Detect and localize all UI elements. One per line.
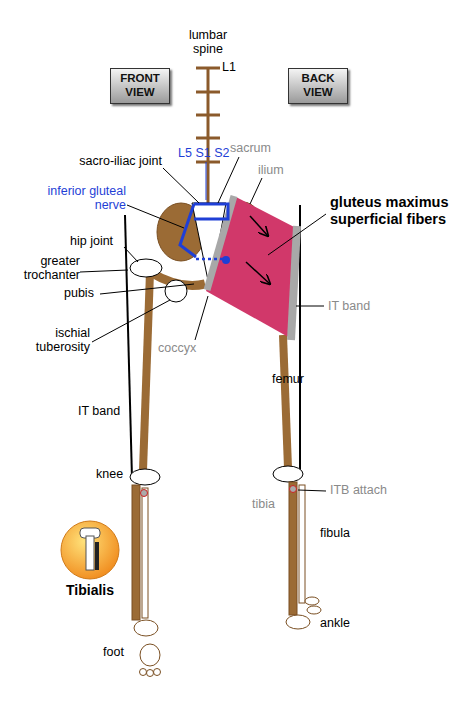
bone-label: fibula bbox=[320, 526, 350, 540]
fiber-arrow bbox=[250, 216, 268, 236]
attachment-label: ITB attach bbox=[330, 483, 387, 497]
foot-left bbox=[140, 644, 160, 666]
region-label: lumbar spine bbox=[178, 28, 238, 57]
bone-label: ischial tuberosity bbox=[14, 326, 90, 355]
heel-bone bbox=[307, 606, 321, 614]
logo-circle bbox=[61, 521, 119, 579]
bone-label: pubis bbox=[64, 286, 94, 300]
bone-label: femur bbox=[272, 372, 304, 386]
joint-label: knee bbox=[96, 467, 123, 481]
bone-label: coccyx bbox=[158, 341, 196, 355]
tibia-right bbox=[289, 482, 297, 615]
heel-bone bbox=[305, 597, 319, 605]
knee-left bbox=[130, 469, 160, 485]
tendon-label: IT band bbox=[328, 299, 370, 313]
it-band-insertion bbox=[291, 226, 297, 340]
view-button: FRONT VIEW bbox=[110, 68, 170, 104]
femur-right bbox=[283, 335, 288, 468]
nerve-dot bbox=[222, 256, 230, 264]
joint-label: hip joint bbox=[70, 234, 113, 248]
ankle-right bbox=[286, 615, 310, 629]
nerve-label: inferior gluteal nerve bbox=[38, 184, 126, 213]
joint-label: ankle bbox=[320, 616, 350, 630]
view-title: BACK VIEW bbox=[296, 72, 340, 100]
view-title: FRONT VIEW bbox=[118, 72, 162, 100]
nerve-root-label: L5 S1 S2 bbox=[178, 146, 229, 160]
toes bbox=[140, 669, 161, 677]
tibia-left bbox=[132, 485, 140, 620]
pubis-shape bbox=[165, 280, 187, 302]
fibula-right bbox=[299, 485, 305, 603]
logo-bone bbox=[80, 528, 100, 570]
muscle-label: gluteus maximus superficial fibers bbox=[330, 194, 458, 227]
bone-label: greater trochanter bbox=[6, 254, 80, 283]
knee-right bbox=[273, 466, 303, 482]
inferior-gluteal-nerve bbox=[180, 204, 228, 257]
bone-label: sacrum bbox=[230, 141, 271, 155]
itb-attach-left bbox=[141, 490, 148, 497]
tendon-label: IT band bbox=[78, 404, 120, 418]
bone-label: ilium bbox=[258, 163, 284, 177]
itb-attach-right bbox=[290, 486, 297, 493]
joint-label: sacro-iliac joint bbox=[58, 154, 162, 168]
logo-text: Tibialis bbox=[50, 582, 130, 598]
view-button: BACK VIEW bbox=[288, 68, 348, 104]
fibula-left bbox=[142, 488, 148, 618]
nerve-dotted bbox=[196, 258, 224, 261]
fiber-arrow bbox=[246, 262, 270, 284]
bone-label: tibia bbox=[252, 497, 275, 511]
femur-left bbox=[143, 272, 150, 470]
gluteus-origin bbox=[207, 196, 234, 290]
ankle-left bbox=[134, 620, 158, 636]
hip-joint bbox=[130, 259, 162, 277]
body-part-label: foot bbox=[103, 645, 124, 659]
vertebra-label: L1 bbox=[222, 60, 236, 74]
